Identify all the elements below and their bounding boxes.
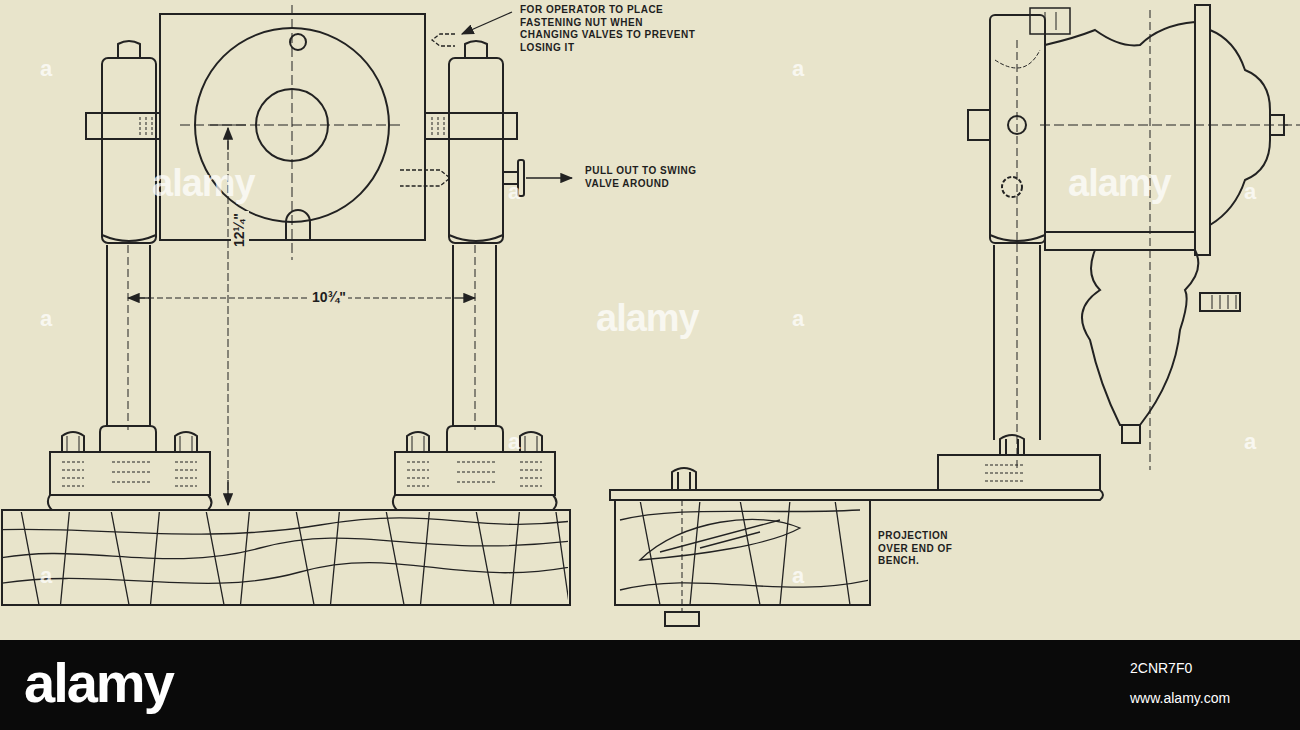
wood-grain — [2, 512, 568, 604]
callout-note: FOR OPERATOR TO PLACE FASTENING NUT WHEN… — [520, 4, 700, 54]
callout-note: PULL OUT TO SWING VALVE AROUND — [585, 165, 715, 190]
watermark: a — [792, 562, 804, 590]
dimension-label: 12¼" — [231, 211, 249, 249]
watermark: a — [508, 178, 520, 206]
watermark: a — [40, 305, 52, 333]
wood-grain — [620, 502, 868, 604]
watermark-logo: alamy — [24, 648, 173, 718]
watermark: alamy — [152, 160, 255, 208]
watermark: a — [1244, 178, 1256, 206]
image-id: 2CNR7F0 — [1130, 660, 1192, 678]
watermark-bar — [0, 640, 1300, 730]
watermark: a — [792, 55, 804, 83]
callout-note: PROJECTION OVER END OF BENCH. — [878, 530, 968, 568]
watermark: a — [1244, 428, 1256, 456]
watermark: a — [40, 562, 52, 590]
watermark: a — [792, 305, 804, 333]
watermark: alamy — [596, 295, 699, 343]
watermark: a — [508, 428, 520, 456]
watermark-url: www.alamy.com — [1130, 690, 1230, 708]
dimension-label: 10¾" — [310, 289, 348, 307]
watermark: alamy — [1068, 160, 1171, 208]
watermark: a — [40, 55, 52, 83]
